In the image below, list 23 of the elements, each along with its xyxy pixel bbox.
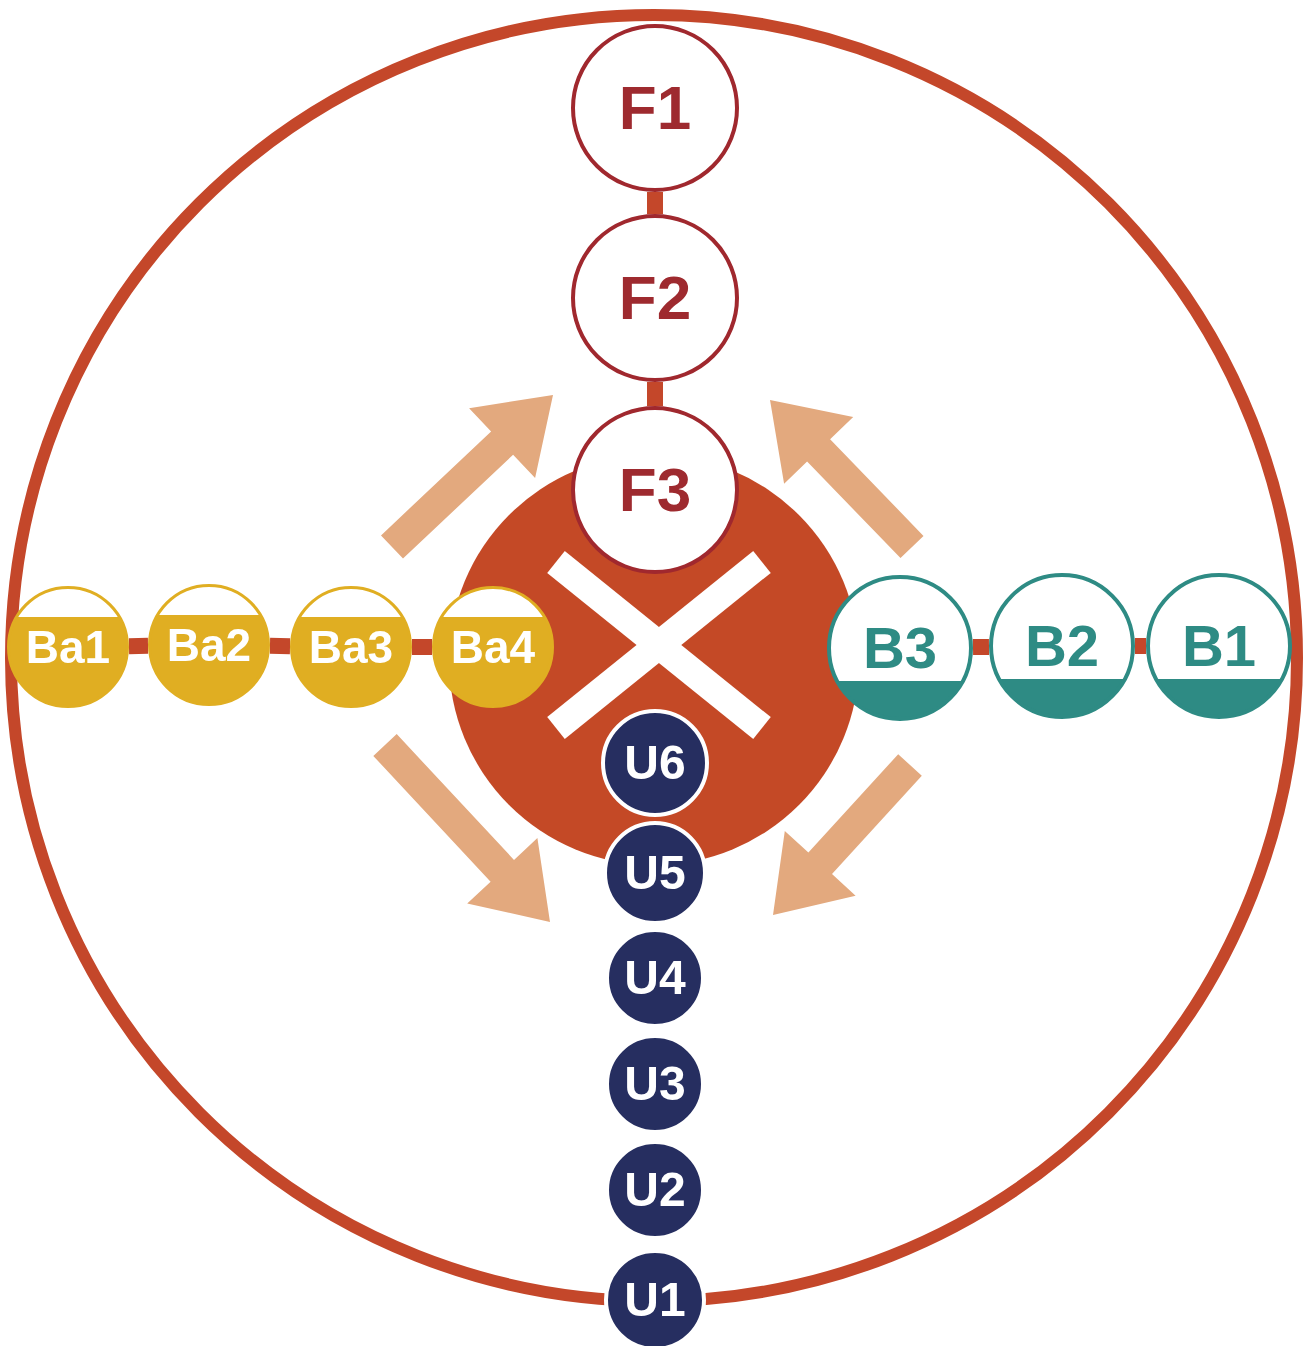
stage-label: U5 [624,849,686,897]
stage-label: Ba1 [25,624,111,670]
stage-label: F3 [618,459,692,521]
stage-label: U3 [624,1060,686,1108]
connector [128,637,149,655]
connector [972,638,990,656]
stage-label: U2 [624,1166,686,1214]
connector [647,382,663,406]
stage-label: Ba2 [166,622,252,668]
connector [647,192,663,214]
connector [269,637,291,655]
connector [1135,638,1146,654]
stage-label: U6 [624,739,686,787]
stage-label: B3 [862,619,938,677]
stage-label: B2 [1024,617,1100,675]
stage-label: Ba4 [450,624,536,670]
stage-label: B1 [1181,617,1257,675]
stage-label: U4 [624,954,686,1002]
stage-label: F1 [618,77,692,139]
stage-label: U1 [624,1276,686,1324]
stage-label: F2 [618,267,692,329]
connector [412,639,432,655]
stage-label: Ba3 [308,624,394,670]
